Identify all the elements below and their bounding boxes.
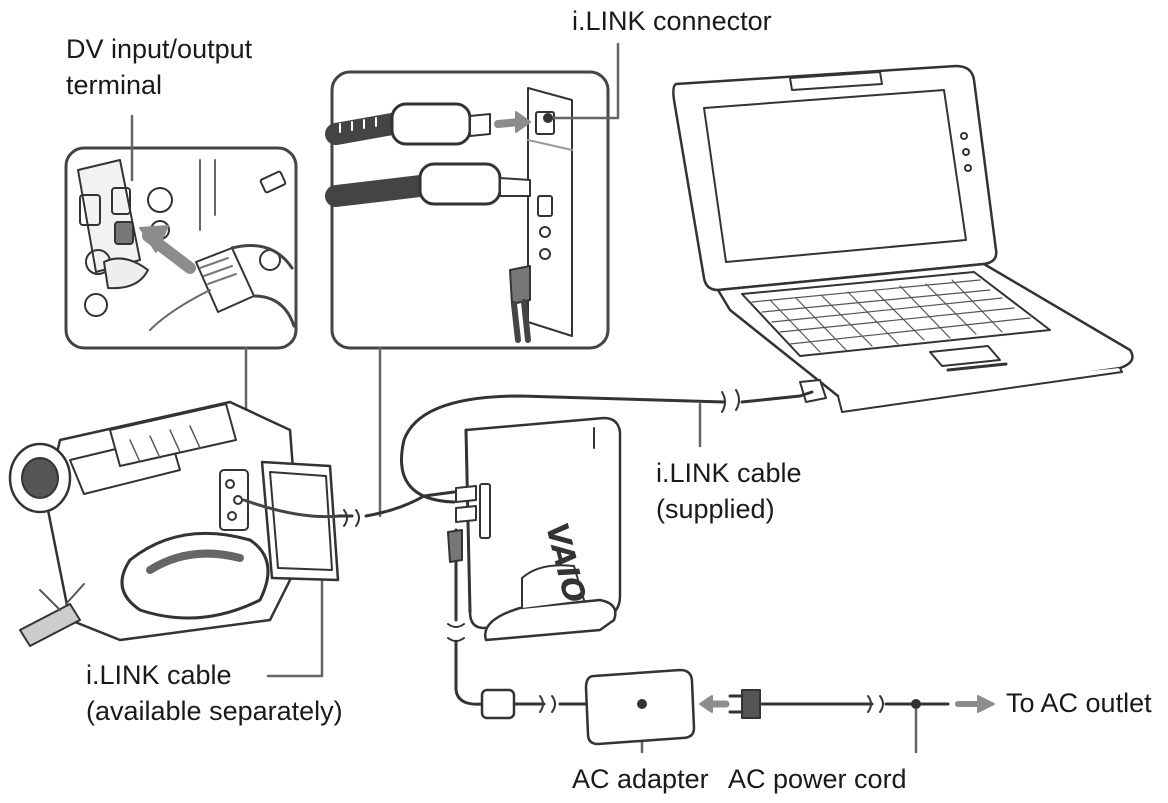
cable-break-marks: [343, 389, 884, 713]
to-ac-outlet-label: To AC outlet: [1006, 688, 1152, 718]
laptop-illustration: [672, 64, 1134, 413]
outlet-arrow: [955, 695, 995, 713]
ilink-port-marker: [543, 113, 553, 123]
cable-paths: [338, 390, 950, 706]
adapter-marker: [637, 699, 647, 709]
power-cord-marker: [911, 699, 921, 709]
ilink-cable-separate-label: i.LINK cable: [86, 660, 232, 690]
ilink-cable-separate-label-line2: (available separately): [86, 696, 343, 726]
dv-terminal-label-line2: terminal: [66, 70, 163, 100]
camcorder-illustration: [8, 400, 342, 647]
ilink-cable-supplied-label: i.LINK cable: [656, 458, 802, 488]
dv-terminal-label: DV input/output: [66, 34, 253, 64]
ilink-connector-callout: [325, 70, 610, 350]
ac-adapter-illustration: [480, 668, 761, 746]
dv-terminal-callout: [64, 146, 298, 350]
ac-adapter-label: AC adapter: [572, 764, 709, 794]
ac-power-cord-label: AC power cord: [728, 764, 907, 794]
docking-station: VAIO: [447, 416, 622, 642]
ilink-connector-label: i.LINK connector: [572, 6, 772, 36]
ilink-cable-supplied-label-line2: (supplied): [656, 494, 775, 524]
